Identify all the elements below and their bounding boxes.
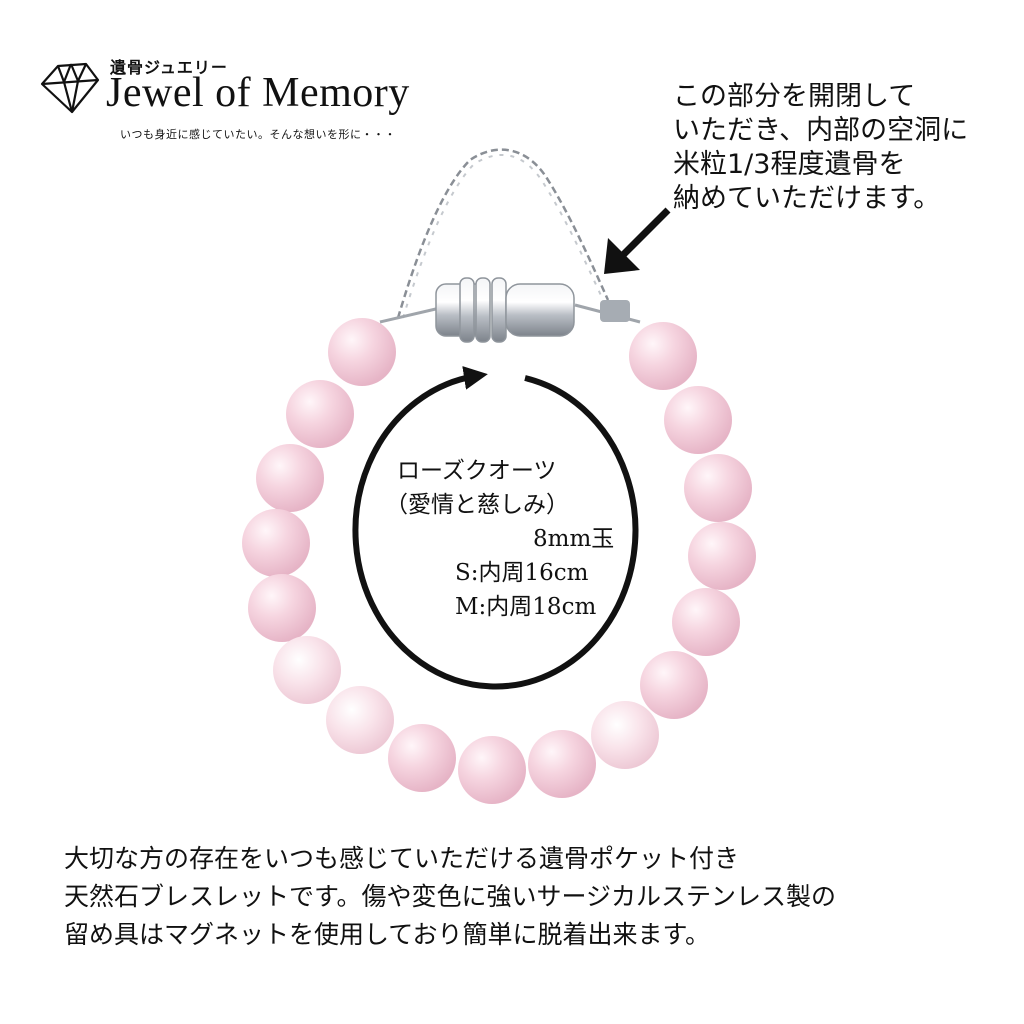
magnetic-clasp bbox=[379, 277, 641, 343]
bead bbox=[286, 380, 354, 448]
brand-logo: 遺骨ジュエリー Jewel of Memory いつも身近に感じていたい。そんな… bbox=[38, 52, 458, 152]
bead-size: 8mm玉 bbox=[533, 526, 615, 552]
circular-arrow-icon bbox=[352, 366, 639, 690]
brand-category: 遺骨ジュエリー bbox=[110, 58, 228, 77]
bead bbox=[684, 454, 752, 522]
bead bbox=[273, 636, 341, 704]
bead bbox=[672, 588, 740, 656]
clasp-note-line: この部分を開閉して bbox=[673, 81, 916, 112]
stone-name: ローズクオーツ bbox=[397, 458, 557, 484]
bead bbox=[528, 730, 596, 798]
bead bbox=[591, 701, 659, 769]
description-line: 留め具はマグネットを使用しており簡単に脱着出来ます。 bbox=[64, 920, 711, 949]
product-spec: ローズクオーツ （愛情と慈しみ） 8mm玉 S:内周16cm M:内周18cm bbox=[385, 454, 625, 624]
clasp-note-line: 米粒1/3程度遺骨を bbox=[673, 149, 906, 180]
brand-tagline: いつも身近に感じていたい。そんな想いを形に・・・ bbox=[120, 128, 396, 141]
product-description: 大切な方の存在をいつも感じていただける遺骨ポケット付き 天然石ブレスレットです。… bbox=[64, 840, 1004, 954]
clasp-note-line: いただき、内部の空洞に bbox=[673, 115, 969, 146]
stone-meaning: （愛情と慈しみ） bbox=[385, 492, 569, 518]
bead bbox=[664, 386, 732, 454]
bead bbox=[242, 509, 310, 577]
rose-quartz-beads bbox=[242, 318, 756, 804]
description-line: 天然石ブレスレットです。傷や変色に強いサージカルステンレス製の bbox=[64, 882, 837, 911]
bead bbox=[388, 724, 456, 792]
bead bbox=[326, 686, 394, 754]
bead bbox=[328, 318, 396, 386]
diamond-icon bbox=[40, 62, 100, 114]
size-m: M:内周18cm bbox=[455, 594, 597, 620]
bead bbox=[640, 651, 708, 719]
arrow-down-left-icon bbox=[604, 207, 671, 274]
clasp-note: この部分を開閉して いただき、内部の空洞に 米粒1/3程度遺骨を 納めていただけ… bbox=[673, 80, 1013, 216]
clasp-note-line: 納めていただけます。 bbox=[673, 183, 941, 214]
bead bbox=[688, 522, 756, 590]
brand-name: Jewel of Memory bbox=[106, 70, 410, 116]
size-s: S:内周16cm bbox=[455, 560, 589, 586]
bead bbox=[629, 322, 697, 390]
bead bbox=[248, 574, 316, 642]
bead bbox=[256, 444, 324, 512]
description-line: 大切な方の存在をいつも感じていただける遺骨ポケット付き bbox=[64, 844, 740, 873]
bead bbox=[458, 736, 526, 804]
safety-chain bbox=[396, 148, 610, 319]
